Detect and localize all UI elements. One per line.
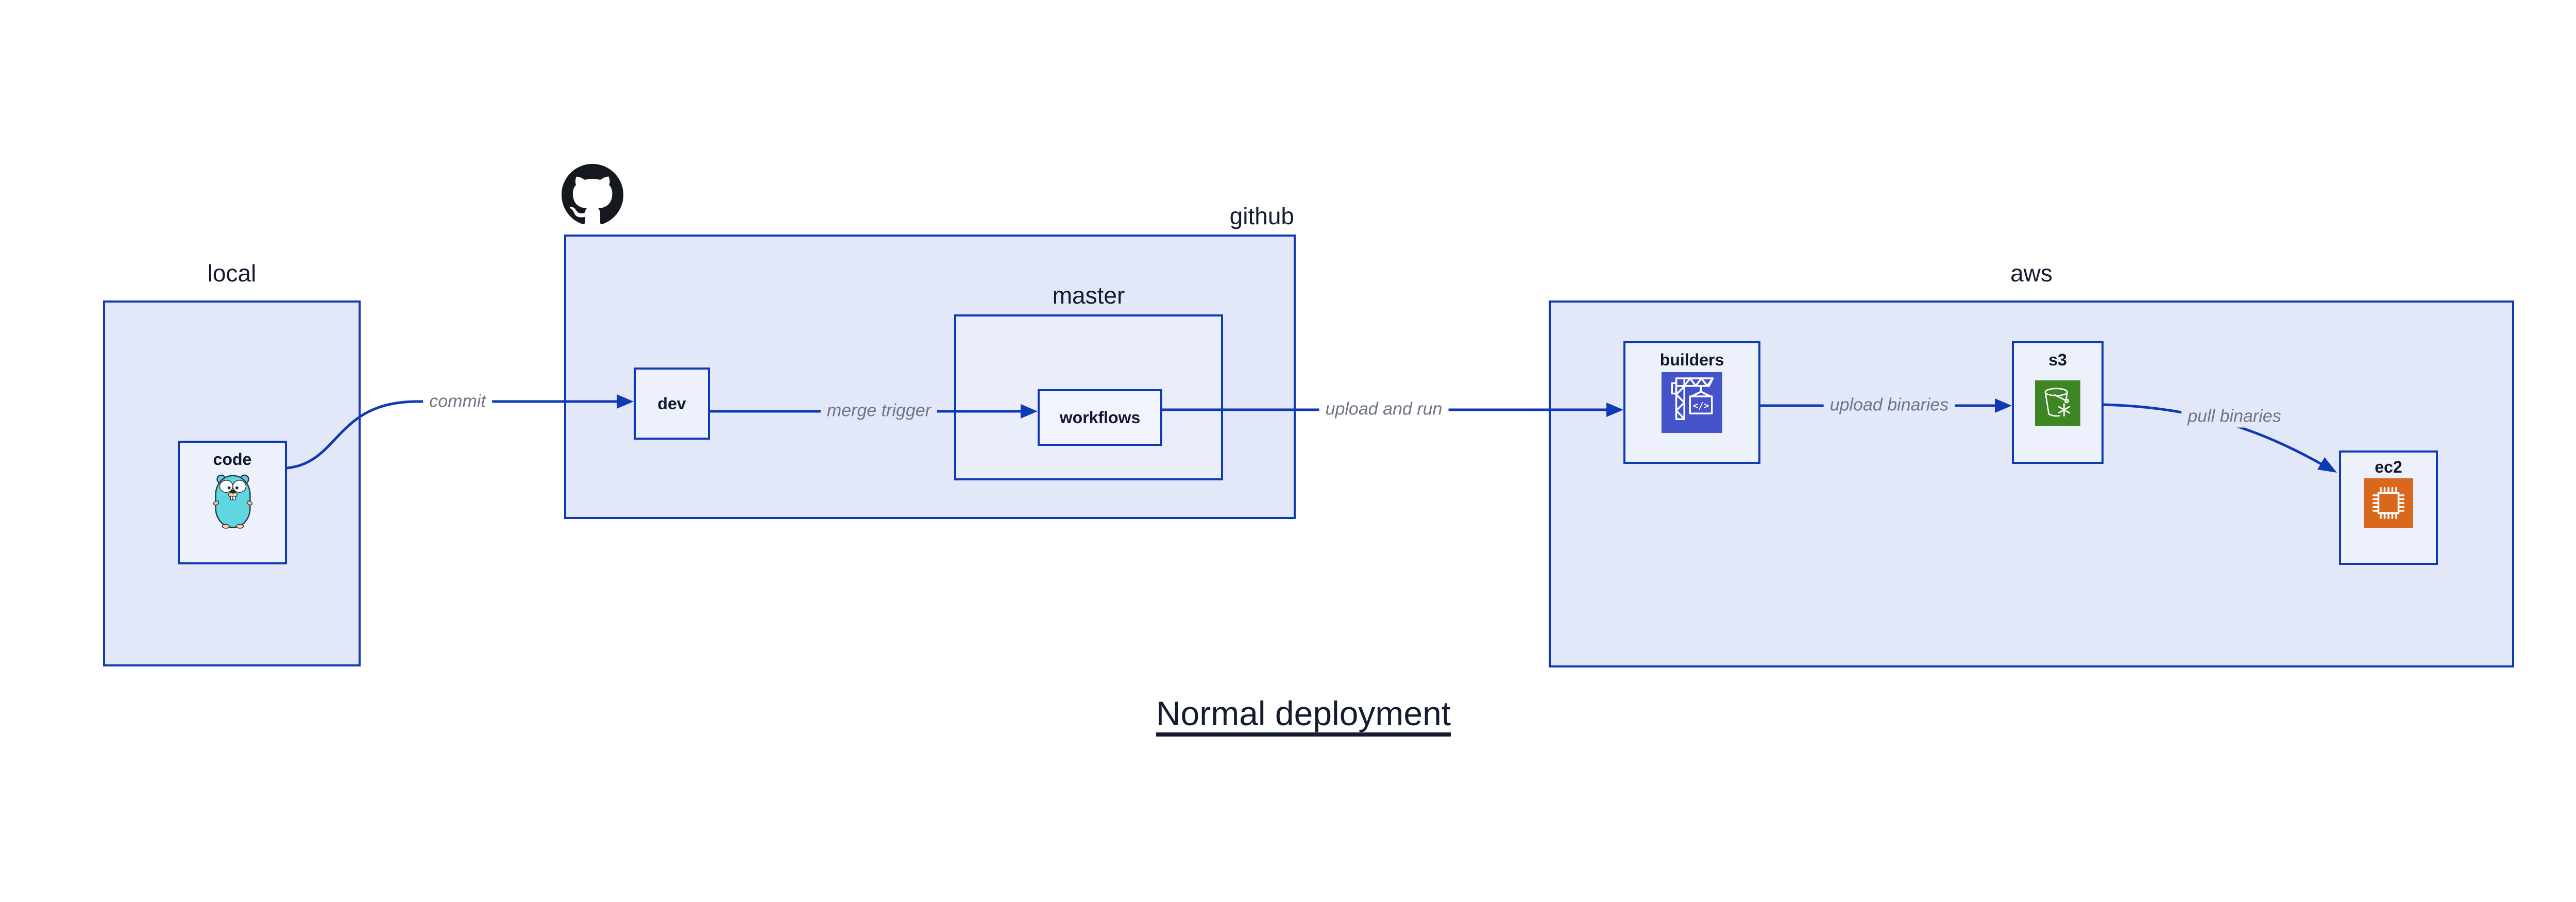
group-label-master: master bbox=[1052, 282, 1125, 309]
node-builders: builders </> bbox=[1623, 341, 1760, 464]
s3-bucket-icon bbox=[2035, 380, 2080, 426]
edge-label-commit: commit bbox=[423, 390, 492, 413]
group-label-github: github bbox=[1229, 203, 1294, 229]
ec2-chip-icon bbox=[2364, 478, 2413, 528]
node-label-code: code bbox=[213, 450, 252, 469]
group-label-local: local bbox=[207, 260, 257, 287]
codebuild-crane-icon: </> bbox=[1662, 372, 1722, 433]
node-code: code bbox=[178, 441, 287, 564]
node-s3: s3 bbox=[2012, 341, 2104, 464]
group-label-aws: aws bbox=[2010, 260, 2053, 287]
node-label-workflows: workflows bbox=[1059, 408, 1141, 427]
diagram-title: Normal deployment bbox=[1156, 694, 1451, 732]
node-label-dev: dev bbox=[657, 394, 686, 413]
node-label-s3: s3 bbox=[2048, 350, 2067, 369]
node-ec2: ec2 bbox=[2339, 450, 2438, 565]
edge-label-pull-binaries: pull binaries bbox=[2181, 405, 2287, 428]
node-label-ec2: ec2 bbox=[2375, 458, 2402, 476]
github-octocat-icon bbox=[562, 164, 623, 225]
edge-label-upload-and-run: upload and run bbox=[1319, 398, 1449, 421]
node-dev: dev bbox=[634, 368, 710, 440]
svg-text:</>: </> bbox=[1693, 401, 1709, 411]
node-workflows: workflows bbox=[1038, 389, 1162, 446]
edge-label-merge-trigger: merge trigger bbox=[820, 399, 938, 422]
go-gopher-icon bbox=[213, 474, 253, 529]
edge-label-upload-binaries: upload binaries bbox=[1823, 394, 1955, 416]
node-label-builders: builders bbox=[1659, 350, 1724, 369]
